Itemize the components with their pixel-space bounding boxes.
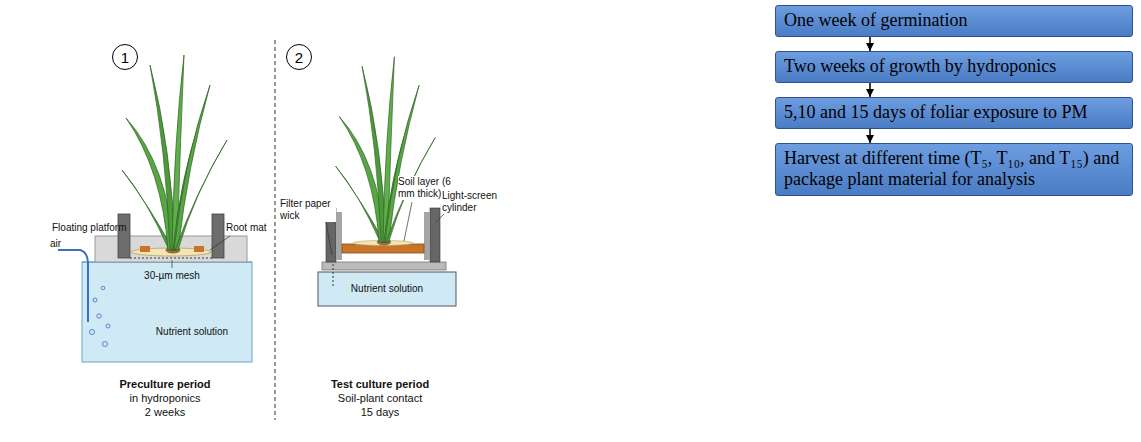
part-label: air xyxy=(50,238,61,250)
leader-line xyxy=(326,222,332,255)
step-number: 2 xyxy=(286,44,312,70)
light-screen-cylinder xyxy=(424,212,430,260)
hydroponic-tank xyxy=(82,262,252,362)
light-screen-cylinder xyxy=(336,212,342,260)
root-mat xyxy=(140,246,150,252)
part-label: Nutrient solution xyxy=(351,283,423,295)
air-tube xyxy=(101,286,105,290)
air-tube xyxy=(58,250,110,347)
process-box: Two weeks of growth by hydroponics xyxy=(775,51,1133,83)
flow-arrow xyxy=(869,129,871,143)
part-label: Root mat xyxy=(226,222,267,234)
process-box: One week of germination xyxy=(775,5,1133,37)
nutrient-reservoir xyxy=(322,262,446,270)
leader-line xyxy=(436,214,444,222)
caption-text: Soil-plant contact xyxy=(338,392,422,405)
leader-line xyxy=(172,260,173,268)
step-number: 1 xyxy=(112,44,138,70)
leader-line xyxy=(210,236,230,250)
caption-text: Preculture period xyxy=(119,378,210,391)
process-text: Harvest at different time (T₅, T₁₀, and … xyxy=(784,148,1124,190)
floating-platform xyxy=(118,214,130,258)
part-label: 30-µm mesh xyxy=(144,270,200,282)
process-text: One week of germination xyxy=(784,10,1124,31)
nutrient-reservoir xyxy=(318,262,456,306)
process-box: 5,10 and 15 days of foliar exposure to P… xyxy=(775,97,1133,129)
caption-text: 2 weeks xyxy=(145,406,185,419)
air-tube xyxy=(58,250,88,322)
air-tube xyxy=(90,330,95,335)
nutrient-reservoir xyxy=(318,272,456,306)
part-label: Floating platform xyxy=(52,222,126,234)
process-text: Two weeks of growth by hydroponics xyxy=(784,56,1124,77)
air-tube xyxy=(93,298,97,302)
flow-arrow xyxy=(869,37,871,51)
leader-line xyxy=(404,202,412,241)
caption-text: Test culture period xyxy=(331,378,429,391)
step-number-text: 2 xyxy=(295,50,303,65)
process-text: 5,10 and 15 days of foliar exposure to P… xyxy=(784,102,1124,123)
light-screen-cylinder xyxy=(430,208,440,262)
part-label: Nutrient solution xyxy=(156,326,228,338)
plant xyxy=(336,57,436,245)
hydroponic-tank xyxy=(82,262,252,362)
caption-text: in hydroponics xyxy=(130,392,201,405)
step-number-text: 1 xyxy=(121,50,129,65)
plant xyxy=(122,55,227,253)
process-box: Harvest at different time (T₅, T₁₀, and … xyxy=(775,143,1133,196)
part-label: Light-screen cylinder xyxy=(442,190,504,214)
air-tube xyxy=(97,314,101,318)
caption-text: 15 days xyxy=(361,406,400,419)
mesh xyxy=(130,258,212,259)
air-tube xyxy=(103,342,108,347)
part-label: Filter paper wick xyxy=(280,198,336,222)
flow-arrow xyxy=(869,83,871,97)
floating-platform xyxy=(212,214,224,258)
root-mat xyxy=(194,246,204,252)
divider xyxy=(275,40,276,420)
air-tube xyxy=(106,324,110,328)
